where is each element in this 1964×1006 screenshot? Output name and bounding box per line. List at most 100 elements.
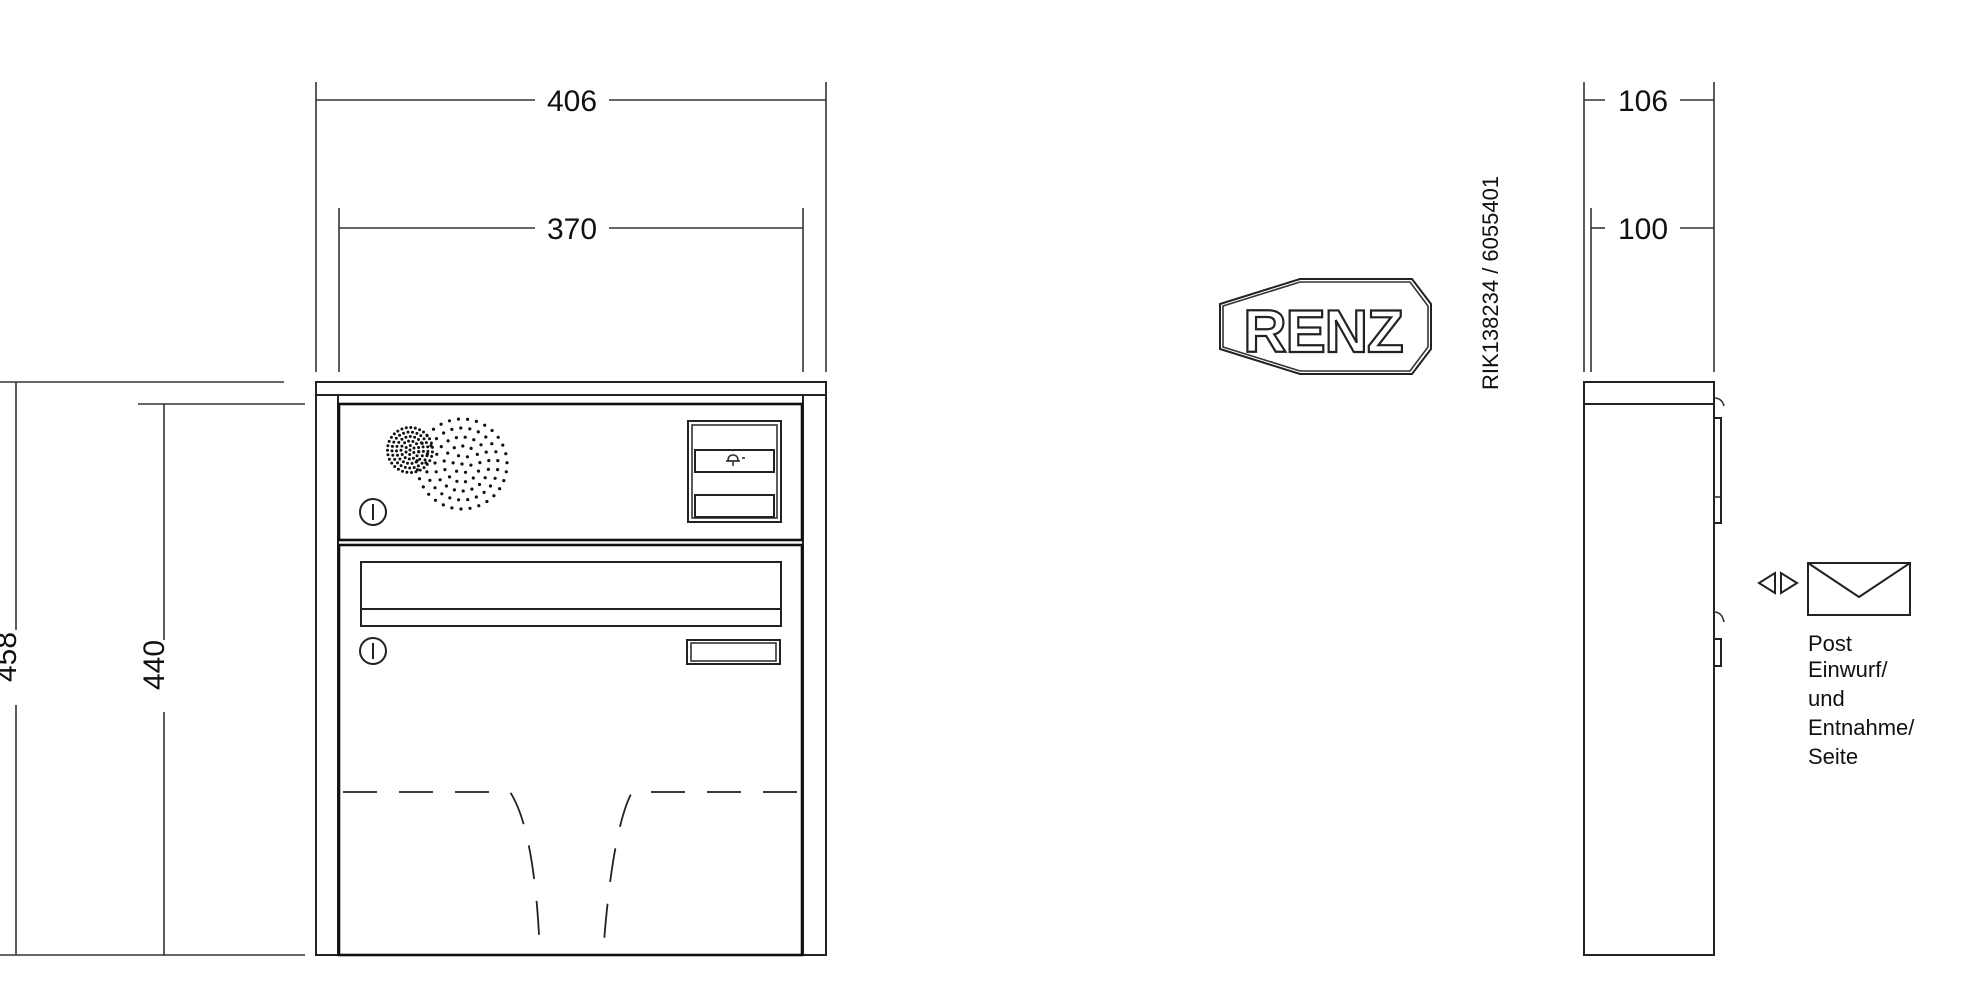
speaker-dot [403,465,407,469]
speaker-dot [457,498,461,502]
speaker-dot [456,417,461,421]
speaker-dot [504,470,508,474]
speaker-dot [468,427,472,431]
dimension-label-side-outer: 106 [1618,85,1668,118]
dimension-label-outer-height: 458 [0,632,23,682]
speaker-dot [474,419,478,423]
speaker-dot [496,435,500,439]
speaker-dot [455,479,459,483]
speaker-dot [392,440,396,444]
speaker-dot [463,470,468,474]
side-door-hinge [1713,611,1725,623]
speaker-dot [505,461,509,465]
speaker-dot [470,487,474,491]
speaker-dot [477,504,481,508]
speaker-dot [426,445,430,449]
bell-icon [726,454,745,466]
speaker-dot [392,432,396,436]
side-housing [1583,381,1715,956]
speaker-dot [396,467,400,471]
speaker-dot [429,441,433,445]
speaker-dot [484,435,488,439]
speaker-dot [424,441,428,445]
speaker-dot [441,503,445,507]
speaker-dot [484,450,488,454]
speaker-dot [406,430,410,434]
speaker-dot [400,437,404,441]
speaker-dot [504,452,508,456]
speaker-dot [492,494,496,498]
speaker-dot [433,461,437,465]
renz-logo: RENZ [1219,278,1432,375]
speaker-dot [401,460,405,464]
outer-housing [315,381,827,956]
speaker-dot [430,450,434,454]
speaker-dot [478,461,482,465]
speaker-dot [450,506,454,510]
speaker-dot [389,435,393,439]
speaker-dot [428,437,431,441]
speaker-dot [417,477,422,481]
speaker-dot [419,441,423,445]
speaker-dot [407,439,411,443]
speaker-dot [469,446,473,450]
speaker-dot [496,459,500,463]
speaker-dot [493,476,497,480]
speaker-dot [477,482,482,487]
speaker-dot [434,470,438,474]
letter-slot [360,561,782,627]
speaker-dot [408,466,412,470]
speaker-dot [416,464,420,468]
intercom-panel [337,402,804,542]
speaker-dot [422,430,425,434]
speaker-dot [408,453,412,456]
speaker-dot [420,461,424,465]
speaker-dot [409,426,413,429]
speaker-dot [415,442,418,446]
speaker-dot [433,486,437,490]
speaker-dot [396,429,400,433]
dimension-inner-height: 440 [138,403,305,955]
speaker-dot [451,461,455,465]
speaker-dot [482,490,486,494]
mailbox-door [337,543,804,957]
speaker-dot [394,436,398,440]
speaker-dot [430,445,434,449]
dimension-label-inner-width: 370 [547,213,597,246]
speaker-dot [396,453,399,457]
side-label: Post Einwurf/ und Entnahme/ Seite [1808,631,1921,769]
speaker-dot [412,446,416,450]
speaker-dot [466,498,470,502]
speaker-dot [391,453,395,457]
speaker-dot [386,453,390,457]
speaker-dot [485,499,489,504]
mail-outline-dashed [343,791,797,956]
speaker-dot [399,448,403,452]
speaker-dot [466,417,470,421]
speaker-dot [463,480,468,484]
speaker-dot [417,438,420,441]
speaker-dot [447,475,452,479]
speaker-dot [390,444,394,448]
speaker-dot [446,451,450,455]
speaker-dot [440,492,444,496]
speaker-dot [472,438,476,442]
speaker-dot [468,506,472,510]
lock-icon [359,498,387,526]
speaker-dot [408,435,412,438]
speaker-dot [427,492,431,496]
speaker-dot [401,469,404,473]
speaker-dot [444,484,448,488]
side-label-line-5: Seite [1808,744,1858,769]
dimension-outer-width: 406 [315,82,827,372]
dimension-label-inner-height: 440 [138,640,171,690]
speaker-dot [393,465,397,468]
speaker-dot [414,470,418,474]
speaker-dot [402,431,406,435]
speaker-dot [410,461,414,465]
speaker-dot [442,431,446,435]
speaker-dot [496,468,500,472]
door-lock-icon [359,637,387,665]
speaker-dot [413,426,417,430]
